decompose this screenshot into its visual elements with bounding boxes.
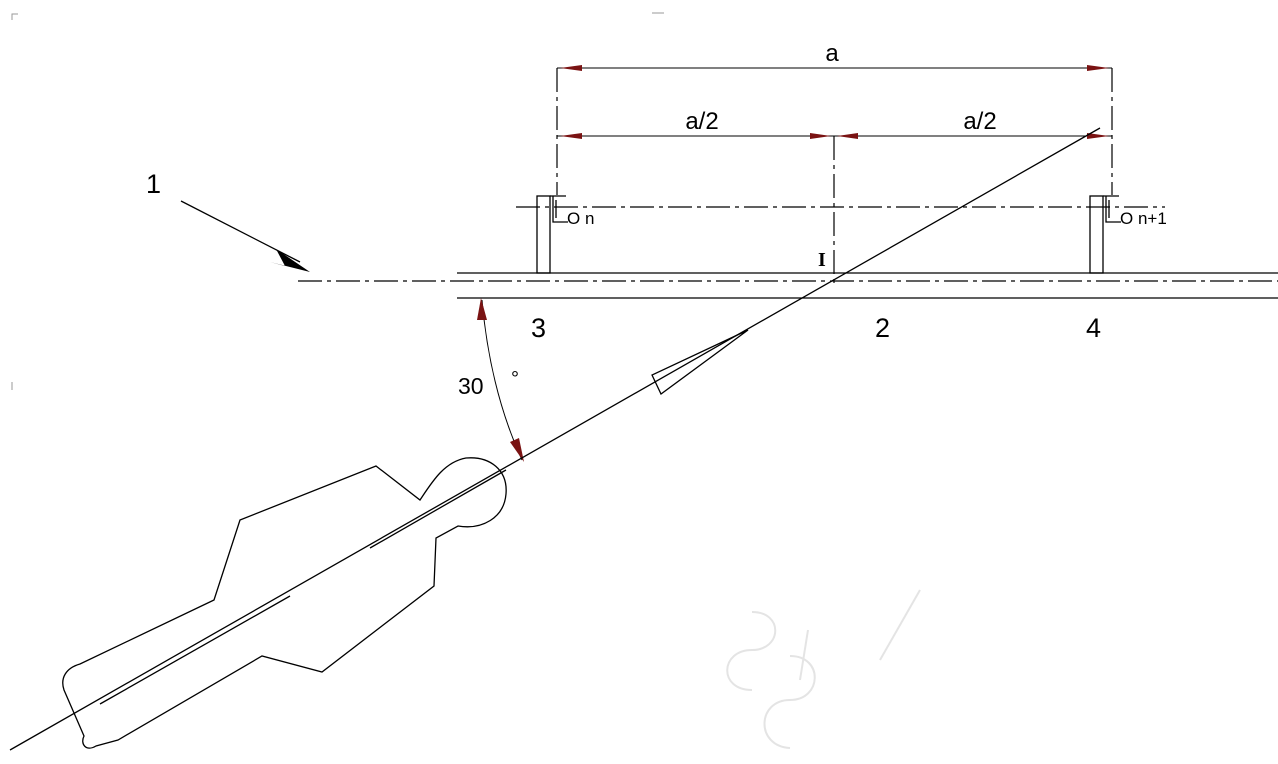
corner-mark: [11, 13, 18, 20]
arrow-head: [810, 133, 831, 139]
dimension-overall: a: [557, 40, 1112, 71]
observer-outline: [62, 457, 507, 749]
dimension-halves: a/2 a/2: [557, 108, 1112, 139]
arrow-head: [1087, 65, 1109, 71]
arrow-head: [1087, 133, 1109, 139]
arrow-head: [560, 133, 582, 139]
arrow-head: [510, 438, 524, 462]
dimension-label-half-left: a/2: [685, 108, 718, 135]
point-label-4: 4: [1086, 313, 1101, 343]
angle-unit: °: [511, 368, 519, 390]
watermark-stroke: [726, 611, 777, 691]
post-right-label: O n+1: [1120, 209, 1167, 228]
angle-indicator: 30 °: [458, 298, 524, 462]
watermark-stroke: [879, 589, 921, 661]
post-body: [536, 195, 551, 274]
watermark-stroke: [799, 629, 809, 681]
point-label-2: 2: [875, 313, 890, 343]
view-cone: [651, 329, 749, 395]
callout-arrow-line: [180, 200, 301, 263]
observer-figure: [62, 457, 507, 749]
arrow-head: [270, 249, 310, 272]
centre-marker: I: [818, 249, 826, 271]
watermark: [726, 589, 921, 749]
sight-segment: [369, 469, 507, 549]
body-axis-line: [99, 595, 291, 705]
sign-plate: [550, 195, 568, 223]
dimension-label-a: a: [825, 40, 839, 67]
post-left-label: O n: [567, 209, 594, 228]
angle-value: 30: [458, 373, 484, 399]
sign-plate: [1103, 195, 1121, 223]
post-body: [1089, 195, 1104, 274]
dimension-label-half-right: a/2: [963, 108, 996, 135]
arrow-head: [837, 133, 858, 139]
post-right: O n+1: [1089, 195, 1167, 274]
point-label-3: 3: [531, 313, 546, 343]
watermark-stroke: [763, 655, 816, 749]
callout-label-1: 1: [146, 169, 161, 199]
page-marks: [11, 12, 664, 390]
post-left: O n: [536, 195, 594, 274]
callout-1: 1: [146, 169, 310, 272]
arrow-head: [477, 298, 487, 320]
line-of-sight: [9, 127, 1101, 751]
arrow-head: [560, 65, 582, 71]
